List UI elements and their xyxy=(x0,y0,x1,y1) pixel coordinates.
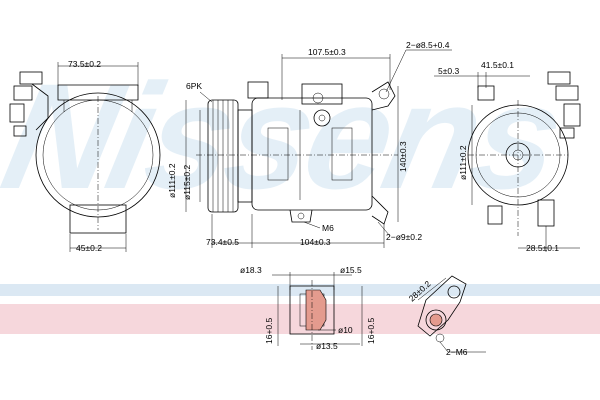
dim-107-5: 107.5±0.3 xyxy=(308,47,346,57)
dim-111-side: ø111±0.2 xyxy=(458,145,468,180)
dim-111-pulley: ø111±0.2 xyxy=(167,163,177,198)
dim-2-9: 2−ø9±0.2 xyxy=(386,232,422,242)
dim-73-4: 73.4±0.5 xyxy=(206,237,239,247)
dim-45: 45±0.2 xyxy=(76,243,102,253)
dim-104: 104±0.3 xyxy=(300,237,331,247)
fitting-section-view: ø18.3 ø15.5 16+0.5 ø13.5 ø10 16+0.5 xyxy=(240,265,376,351)
right-side-view: 5±0.3 41.5±0.1 ø111±0.2 28.5±0.1 xyxy=(434,60,581,253)
label-m6: M6 xyxy=(322,223,334,233)
dim-28: 28±0.2 xyxy=(407,279,433,304)
center-front-view: 6PK ø115±0.2 ø111±0.2 107.5±0.3 2−ø8.5+0… xyxy=(167,40,452,248)
dim-41-5: 41.5±0.1 xyxy=(481,60,514,70)
dim-16-left: 16+0.5 xyxy=(264,317,274,344)
dim-16-right: 16+0.5 xyxy=(366,317,376,344)
dim-2-8-5: 2−ø8.5+0.4 xyxy=(406,40,450,50)
dim-10: ø10 xyxy=(338,325,353,335)
dim-5: 5±0.3 xyxy=(438,66,459,76)
dim-140: 140±0.3 xyxy=(398,141,408,172)
dim-13-5: ø13.5 xyxy=(316,341,338,351)
flange-view: 28±0.2 2−M6 xyxy=(407,275,486,357)
dim-15-5: ø15.5 xyxy=(340,265,362,275)
dim-2-m6: 2−M6 xyxy=(446,347,468,357)
dim-18-3: ø18.3 xyxy=(240,265,262,275)
dim-28-5: 28.5±0.1 xyxy=(526,243,559,253)
label-6pk: 6PK xyxy=(186,81,202,91)
dim-115: ø115±0.2 xyxy=(182,165,192,200)
left-side-view: 73.5±0.2 45±0.2 xyxy=(9,59,161,253)
watermark-band-blue xyxy=(0,284,600,296)
dim-73-5: 73.5±0.2 xyxy=(68,59,101,69)
